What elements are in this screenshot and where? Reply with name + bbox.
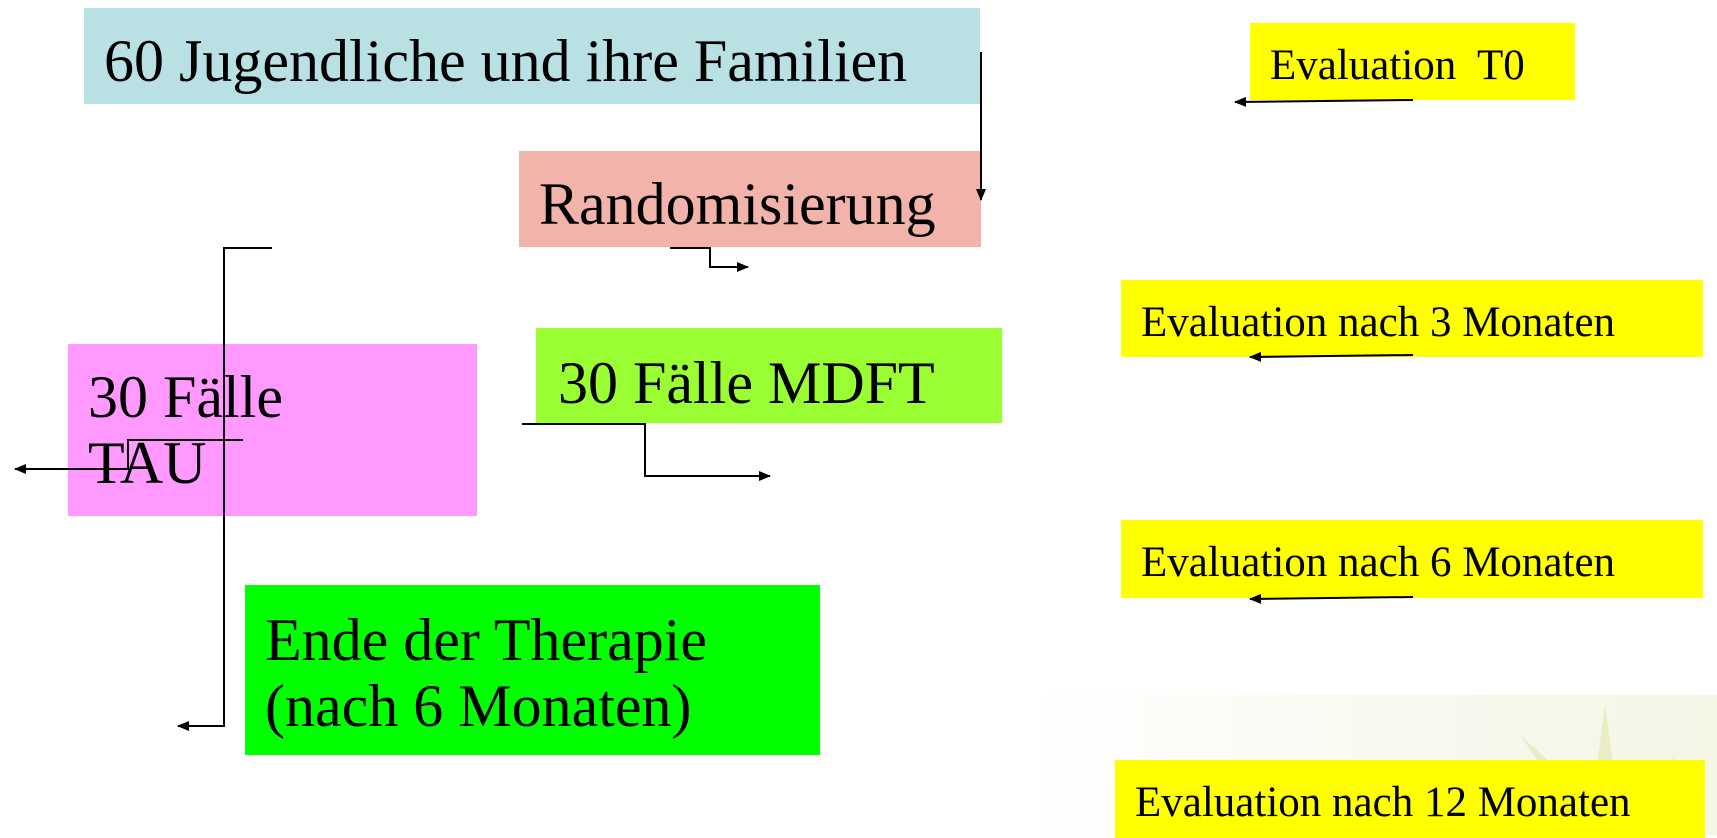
families-label: 60 Jugendliche und ihre Familien xyxy=(104,28,908,94)
tau-box: 30 Fälle TAU xyxy=(68,344,477,516)
arrow-randomization-right xyxy=(670,247,749,272)
evaluation-12-months-label: Evaluation nach 12 Monaten xyxy=(1135,779,1631,826)
mdft-box: 30 Fälle MDFT xyxy=(536,328,1002,423)
tau-label-line2: TAU xyxy=(88,430,207,496)
mdft-label: 30 Fälle MDFT xyxy=(558,350,935,416)
evaluation-12-months-box: Evaluation nach 12 Monaten xyxy=(1115,760,1705,838)
families-box: 60 Jugendliche und ihre Familien xyxy=(84,8,980,104)
evaluation-6-months-box: Evaluation nach 6 Monaten xyxy=(1121,520,1703,598)
tau-label-line1: 30 Fälle xyxy=(88,364,283,430)
end-label-line1: Ende der Therapie xyxy=(265,607,708,673)
evaluation-3-months-label: Evaluation nach 3 Monaten xyxy=(1141,299,1616,346)
randomization-label: Randomisierung xyxy=(539,171,936,237)
evaluation-6-months-label: Evaluation nach 6 Monaten xyxy=(1141,539,1616,586)
evaluation-t0-label: Evaluation T0 xyxy=(1270,42,1525,89)
arrow-mdft-branch xyxy=(522,423,771,481)
randomization-box: Randomisierung xyxy=(519,151,981,247)
end-of-therapy-box: Ende der Therapie (nach 6 Monaten) xyxy=(245,585,820,755)
arrow-evaluation-t0 xyxy=(1234,96,1414,107)
evaluation-t0-box: Evaluation T0 xyxy=(1250,23,1575,100)
evaluation-3-months-box: Evaluation nach 3 Monaten xyxy=(1121,280,1703,357)
end-label-line2: (nach 6 Monaten) xyxy=(265,673,692,739)
